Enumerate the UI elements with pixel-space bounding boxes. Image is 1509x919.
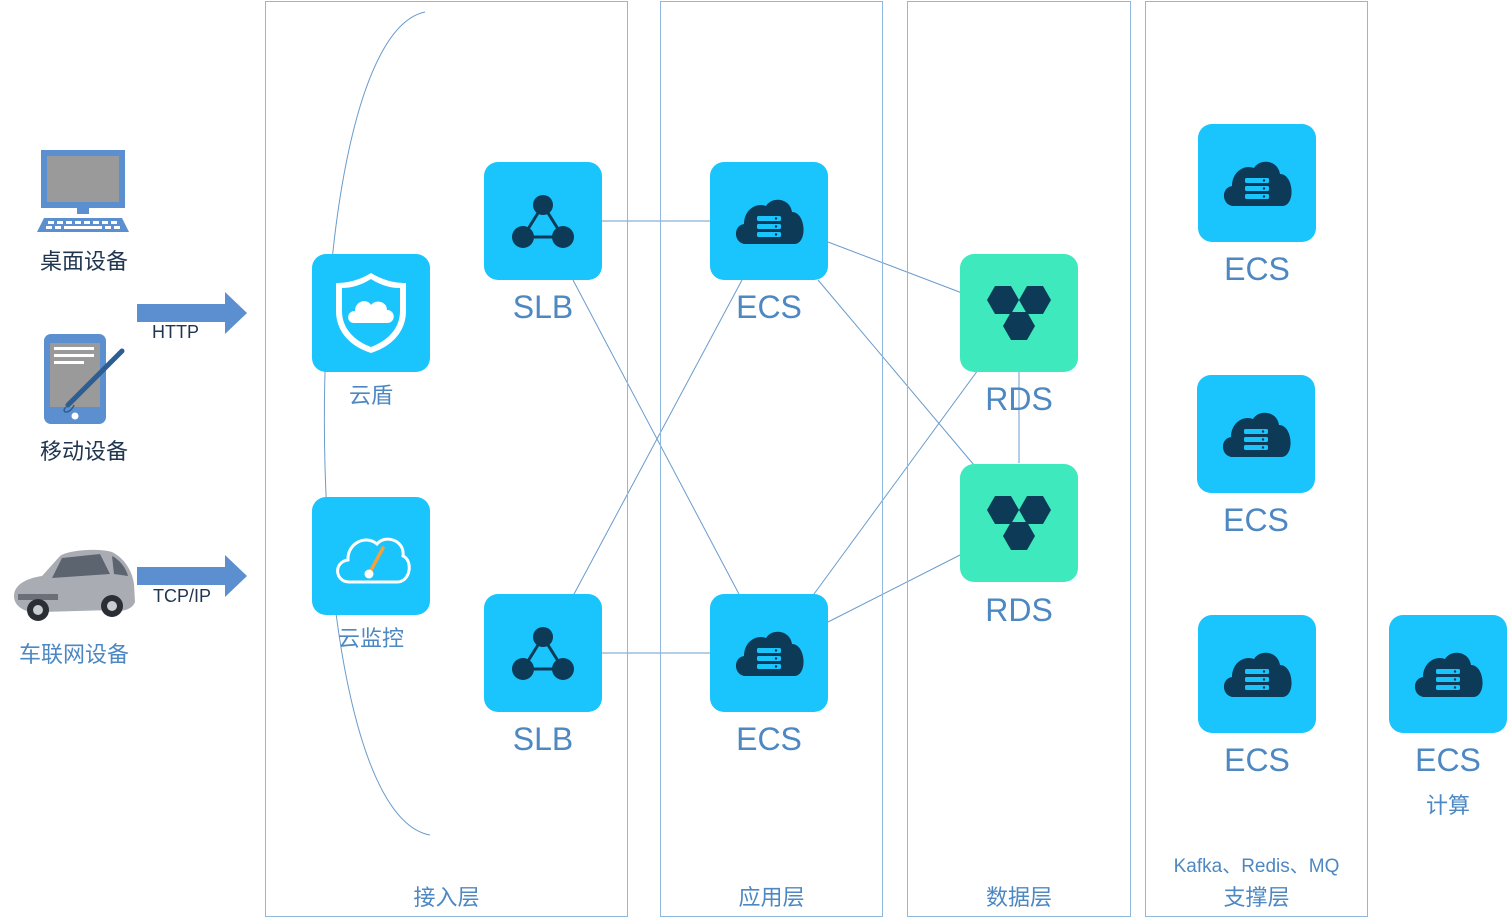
compute-caption: 计算 — [1425, 793, 1470, 818]
support-layer-frame — [1145, 1, 1368, 917]
desktop-monitor-icon — [36, 148, 130, 233]
load-balancer-icon — [512, 627, 574, 680]
ecs-app-bottom-node[interactable] — [710, 594, 828, 712]
application-layer-frame — [660, 1, 883, 917]
cloud-gauge-icon — [336, 537, 411, 584]
data-layer-frame — [907, 1, 1131, 917]
data-layer-label: 数据层 — [985, 885, 1052, 910]
slb-bottom-label: SLB — [512, 721, 574, 757]
rds-bottom-node[interactable] — [960, 464, 1078, 582]
cloud-server-icon — [735, 199, 804, 244]
support-layer-label: 支撑层 — [1223, 885, 1290, 910]
wire-ecs-bottom-rds-bottom — [827, 553, 963, 623]
vehicle-device-label: 车联网设备 — [18, 642, 129, 667]
http-protocol-label: HTTP — [152, 322, 199, 342]
database-hexagons-icon — [987, 496, 1051, 550]
ecs-app-top-label: ECS — [736, 289, 802, 325]
shield-cloud-icon — [336, 273, 406, 353]
wire-ecs-top-slb-bottom — [572, 279, 743, 597]
ecs-app-top-node[interactable] — [710, 162, 828, 280]
tablet-pen-icon — [40, 333, 126, 425]
access-layer-label: 接入层 — [413, 885, 480, 910]
access-layer-frame — [265, 1, 628, 917]
load-balancer-icon — [512, 195, 574, 248]
car-icon — [8, 544, 138, 626]
ecs-support-3-node[interactable] — [1198, 615, 1316, 733]
rds-top-node[interactable] — [960, 254, 1078, 372]
mobile-device-label: 移动设备 — [39, 439, 128, 464]
slb-top-label: SLB — [512, 289, 574, 325]
support-layer-caption: Kafka、Redis、MQ — [1173, 856, 1340, 877]
cloud-server-icon — [735, 631, 804, 676]
desktop-device-label: 桌面设备 — [39, 249, 128, 274]
ecs-compute-node[interactable] — [1389, 615, 1507, 733]
application-layer-label: 应用层 — [738, 885, 805, 910]
yundun-label: 云盾 — [348, 383, 393, 408]
yundun-shield-node[interactable] — [312, 254, 430, 372]
tcp-arrow — [134, 553, 249, 599]
wire-slb-top-ecs-bottom — [572, 279, 741, 597]
ecs-support-1-label: ECS — [1224, 251, 1290, 287]
ecs-support-2-node[interactable] — [1197, 375, 1315, 493]
cloud-server-icon — [1222, 412, 1291, 457]
cloud-server-icon — [1223, 652, 1292, 697]
ecs-compute-label: ECS — [1415, 742, 1481, 778]
wire-ecs-bottom-rds-top — [813, 369, 979, 595]
slb-bottom-node[interactable] — [484, 594, 602, 712]
ecs-support-3-label: ECS — [1224, 742, 1290, 778]
wire-ecs-top-rds-bottom — [817, 279, 975, 466]
slb-top-node[interactable] — [484, 162, 602, 280]
tcp-protocol-label: TCP/IP — [153, 586, 212, 606]
cloud-server-icon — [1414, 652, 1483, 697]
wire-ecs-top-rds-top — [827, 241, 963, 294]
yunjiankong-monitor-node[interactable] — [312, 497, 430, 615]
rds-bottom-label: RDS — [985, 592, 1053, 628]
access-bracket-arc — [323, 11, 431, 836]
cloud-server-icon — [1223, 161, 1292, 206]
database-hexagons-icon — [987, 286, 1051, 340]
rds-top-label: RDS — [985, 381, 1053, 417]
ecs-app-bottom-label: ECS — [736, 721, 802, 757]
ecs-support-1-node[interactable] — [1198, 124, 1316, 242]
http-arrow — [134, 290, 249, 336]
ecs-support-2-label: ECS — [1223, 502, 1289, 538]
yunjiankong-label: 云监控 — [337, 626, 404, 651]
